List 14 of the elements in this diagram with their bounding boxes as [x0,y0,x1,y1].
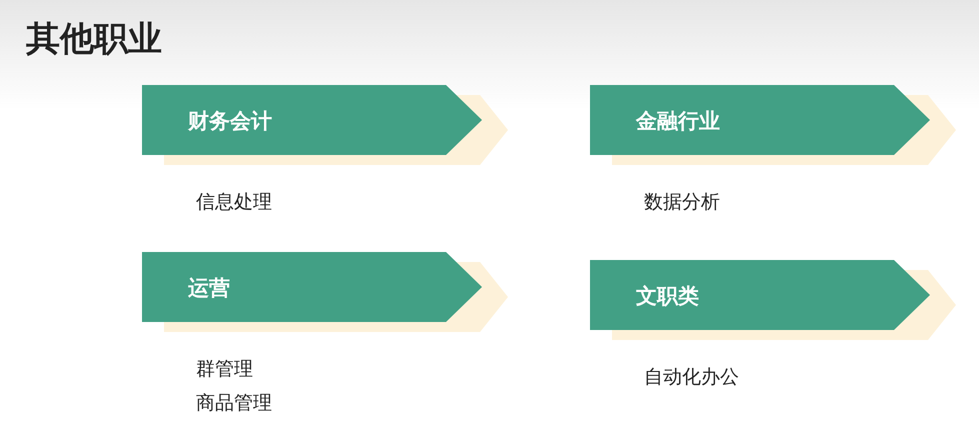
list-item: 信息处理 [196,190,272,215]
list-item: 自动化办公 [644,365,739,390]
arrow-banner [142,85,508,165]
page-title: 其他职业 [26,18,162,61]
banner-label: 运营 [188,275,230,302]
arrow-banner [590,85,956,165]
arrow-banner [142,252,508,332]
arrow-banner [590,260,956,340]
list-item: 群管理 [196,357,253,382]
banner-label: 金融行业 [636,108,720,135]
list-item: 商品管理 [196,391,272,416]
banner-label: 财务会计 [188,108,272,135]
list-item: 数据分析 [644,190,720,215]
banner-label: 文职类 [636,283,699,310]
